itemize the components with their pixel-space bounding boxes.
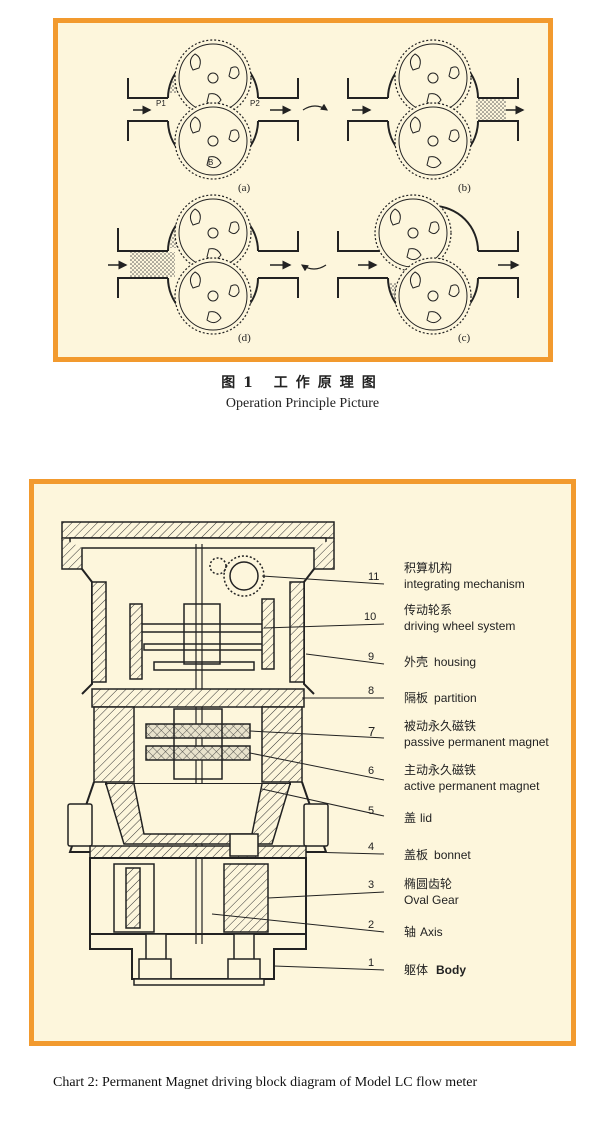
- flow-meter-figure: 11 积算机构 integrating mechanism 10 传动轮系 dr…: [29, 479, 576, 1046]
- callout-7: 7 被动永久磁铁 passive permanent magnet: [368, 718, 549, 749]
- svg-text:积算机构: 积算机构: [404, 560, 452, 575]
- label-p1: P1: [156, 99, 166, 108]
- figure1-caption-cn: 图1 工作原理图: [221, 375, 384, 391]
- svg-text:传动轮系: 传动轮系: [404, 602, 452, 617]
- meter-body-drawing: [61, 521, 335, 986]
- figure1-caption-en: Operation Principle Picture: [225, 396, 380, 411]
- panel-tag-b: (b): [458, 182, 471, 194]
- principle-panel-c: (c): [337, 194, 520, 344]
- principle-panel-d: (d): [108, 194, 299, 344]
- callout-11: 11 积算机构 integrating mechanism: [368, 560, 525, 591]
- leader-lines: [211, 575, 385, 971]
- svg-text:9: 9: [368, 651, 374, 663]
- callout-10: 10 传动轮系 driving wheel system: [364, 602, 515, 633]
- svg-text:passive permanent magnet: passive permanent magnet: [404, 735, 549, 749]
- svg-text:11: 11: [368, 571, 379, 583]
- svg-text:6: 6: [368, 765, 374, 777]
- flow-meter-diagram: 11 积算机构 integrating mechanism 10 传动轮系 dr…: [61, 521, 549, 986]
- svg-text:4: 4: [368, 841, 374, 853]
- transition-arrow: [302, 103, 328, 111]
- svg-text:被动永久磁铁: 被动永久磁铁: [404, 718, 476, 733]
- svg-text:Oval Gear: Oval Gear: [404, 893, 459, 907]
- operation-principle-figure: P1 P2 B (a) (b): [53, 18, 553, 362]
- svg-text:integrating mechanism: integrating mechanism: [404, 577, 525, 591]
- callout-6: 6 主动永久磁铁 active permanent magnet: [368, 762, 540, 793]
- svg-text:8: 8: [368, 685, 374, 697]
- panel-tag-a: (a): [238, 182, 251, 194]
- panel-tag-d: (d): [238, 332, 251, 344]
- svg-text:7: 7: [368, 724, 375, 739]
- svg-text:2: 2: [368, 919, 374, 931]
- figure2-caption: Chart 2: Permanent Magnet driving block …: [53, 1075, 478, 1090]
- operation-principle-diagram: P1 P2 B (a) (b): [108, 39, 525, 344]
- svg-text:10: 10: [364, 611, 376, 623]
- svg-text:3: 3: [368, 879, 374, 891]
- label-p2: P2: [250, 99, 260, 108]
- label-b: B: [208, 158, 213, 167]
- principle-panel-b: (b): [347, 39, 525, 194]
- svg-text:椭圆齿轮: 椭圆齿轮: [404, 876, 452, 891]
- svg-text:1: 1: [368, 957, 374, 969]
- svg-text:driving wheel system: driving wheel system: [404, 619, 515, 633]
- svg-text:5: 5: [368, 805, 374, 817]
- svg-text:主动永久磁铁: 主动永久磁铁: [404, 762, 476, 777]
- panel-tag-c: (c): [458, 332, 471, 344]
- principle-panel-a: P1 P2 B (a): [127, 39, 299, 194]
- transition-arrow: [301, 264, 327, 272]
- callout-3: 3 椭圆齿轮 Oval Gear: [368, 876, 459, 907]
- svg-text:active permanent magnet: active permanent magnet: [404, 779, 540, 793]
